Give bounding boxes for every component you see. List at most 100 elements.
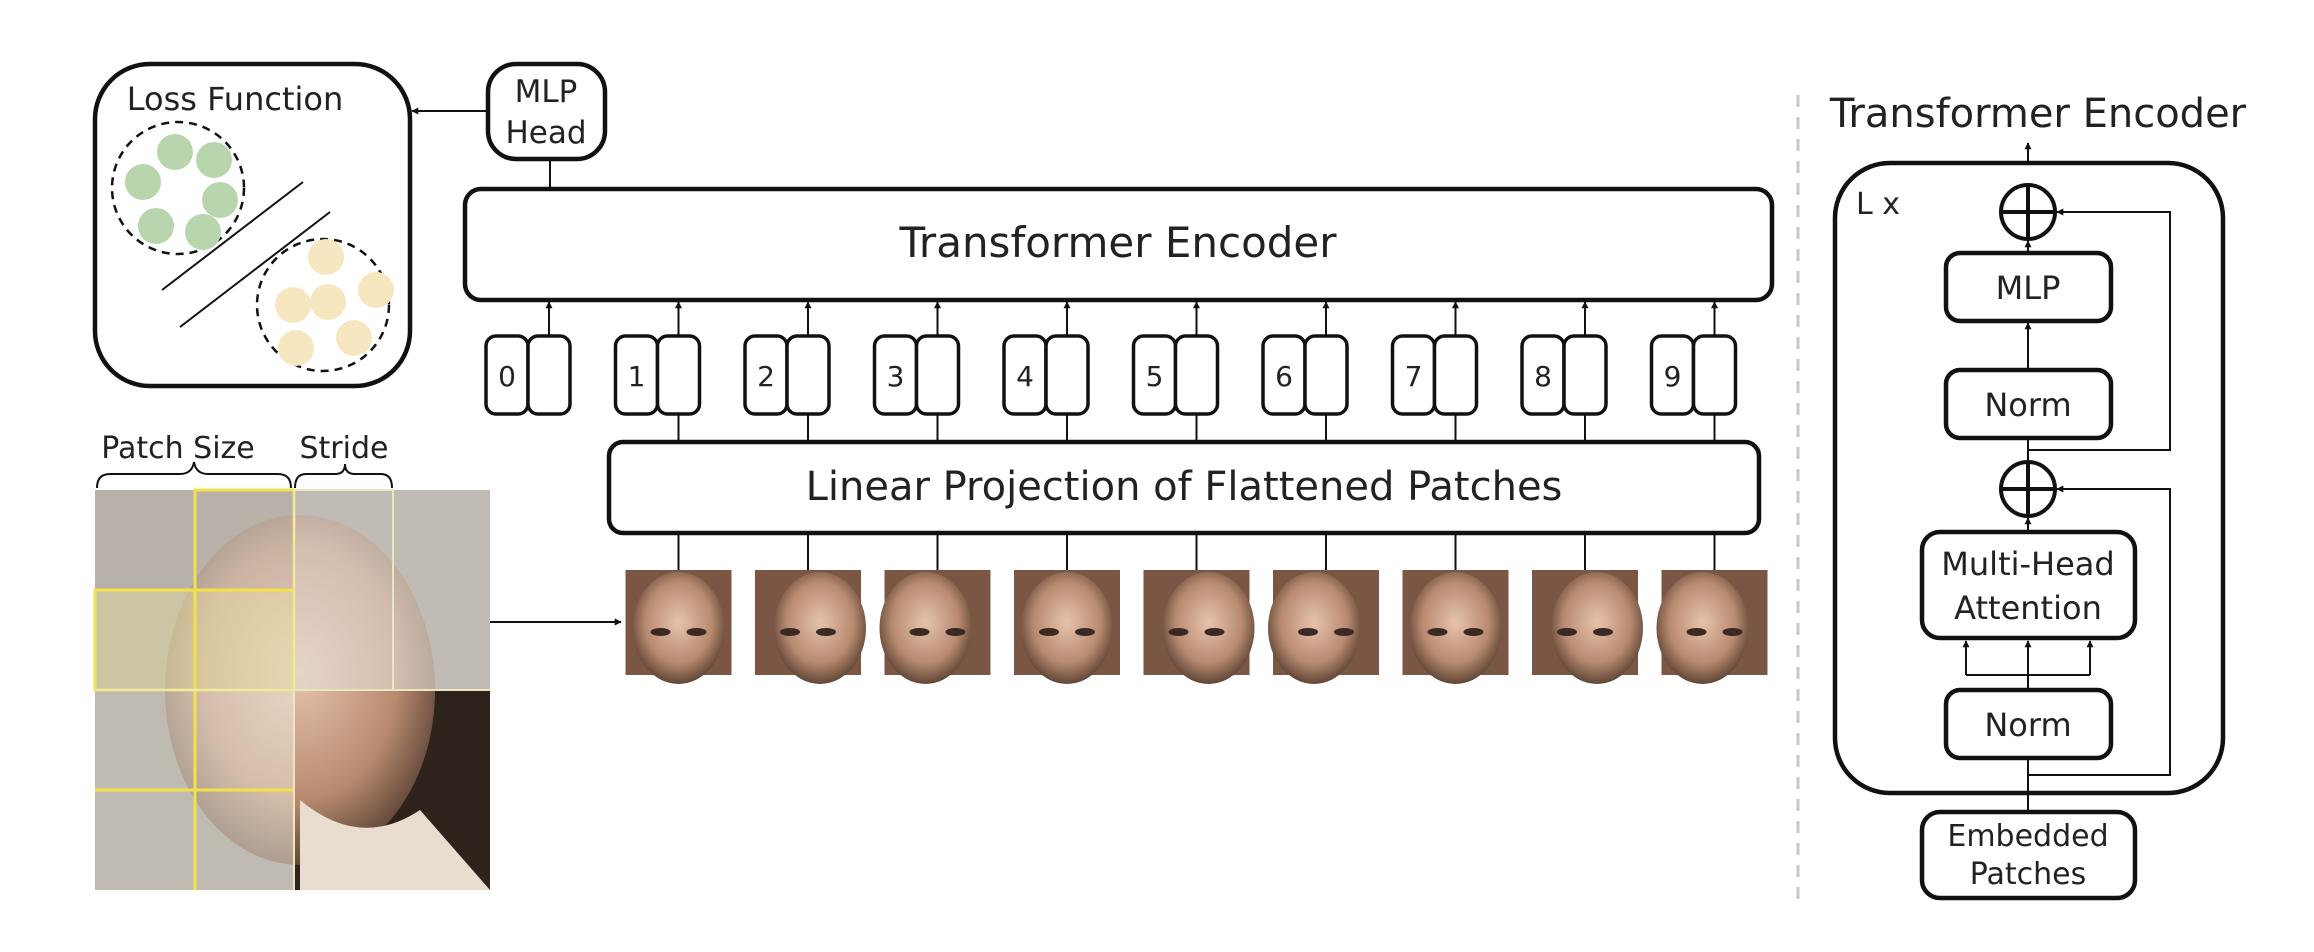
- token-index-label: 5: [1146, 360, 1164, 393]
- patch-eye-detail: [1463, 628, 1484, 636]
- residual-add-icon: [1999, 183, 2057, 241]
- decision-boundary-line: [161, 181, 304, 291]
- residual-add-icon: [1999, 460, 2057, 518]
- mlp-head-label-line1: MLP: [515, 74, 578, 110]
- main-encoder-label: Transformer Encoder: [898, 218, 1337, 267]
- token-4: 4: [1002, 301, 1090, 442]
- token-8: 8: [1520, 301, 1608, 442]
- token-index-label: 8: [1534, 360, 1552, 393]
- green-cluster-dots: [125, 134, 238, 250]
- token-index-label: 2: [757, 360, 775, 393]
- decision-boundary-line: [179, 211, 331, 328]
- patch-eye-detail: [1039, 628, 1059, 636]
- multi-head-attention-block: [1919, 529, 2138, 641]
- green-dot: [125, 164, 161, 200]
- patch-image-5: [1143, 570, 1255, 684]
- mlp-head-label-line2: Head: [505, 115, 586, 151]
- patch-eye-detail: [945, 628, 966, 636]
- embedded-patches-line1: Embedded: [1947, 819, 2108, 854]
- token-index-label: 9: [1664, 360, 1682, 393]
- patch-image-9: [1656, 570, 1768, 684]
- norm-bottom-label: Norm: [1984, 706, 2071, 744]
- patch-eye-detail: [1168, 628, 1189, 636]
- patch-image-3: [879, 570, 991, 684]
- patch-eye-detail: [780, 628, 800, 636]
- green-dot: [202, 182, 238, 218]
- patch-eye-detail: [1593, 628, 1613, 636]
- norm-top-label: Norm: [1984, 386, 2071, 424]
- residual-skip-bottom: [2028, 485, 2171, 776]
- yellow-dot: [336, 320, 372, 356]
- green-dot: [138, 208, 174, 244]
- token-index-label: 7: [1405, 360, 1423, 393]
- mlp-head-box: [485, 61, 608, 162]
- patch-size-label: Patch Size: [101, 431, 255, 466]
- source-image: [93, 488, 490, 890]
- patch-eye-detail: [1686, 628, 1707, 636]
- token-index-label: 3: [887, 360, 905, 393]
- patch-image-7: [1402, 570, 1509, 684]
- mlp-head: MLP Head: [485, 61, 608, 162]
- patch-image-2: [755, 570, 866, 684]
- embedded-patches-box: [1919, 809, 2138, 901]
- patch-embedding-box: [1432, 334, 1479, 416]
- patch-image-row: [625, 533, 1768, 684]
- token-9: 9: [1649, 301, 1738, 442]
- patch-eye-detail: [909, 628, 930, 636]
- patch-embedding-box: [655, 334, 702, 416]
- token-0: 0: [484, 301, 572, 416]
- green-dot: [157, 134, 193, 170]
- yellow-dot: [278, 330, 314, 366]
- patch-skin: [1409, 572, 1502, 684]
- green-dot: [196, 142, 232, 178]
- patch-image-6: [1268, 570, 1379, 684]
- patch-eye-detail: [650, 628, 671, 636]
- patch-embedding-box: [1691, 334, 1738, 416]
- patch-embedding-box: [785, 334, 831, 416]
- attention-label-line1: Multi-Head: [1941, 545, 2114, 583]
- patch-eye-detail: [816, 628, 836, 636]
- stride-grid-lines: [95, 489, 490, 890]
- patch-embedding-box: [1562, 334, 1608, 416]
- patch-skin: [774, 572, 866, 684]
- token-index-label: 1: [628, 360, 646, 393]
- patch-eye-detail: [1722, 628, 1743, 636]
- patch-embedding-box: [1173, 334, 1220, 416]
- residual-skip-top: [2028, 208, 2171, 451]
- yellow-dot: [310, 284, 346, 320]
- yellow-dot: [358, 272, 394, 308]
- patch-eye-detail: [1557, 628, 1577, 636]
- attention-label-line2: Attention: [1954, 589, 2102, 627]
- encoder-detail-panel: Transformer Encoder L x MLP Norm Multi-H…: [1829, 91, 2247, 901]
- mlp-block: [1943, 250, 2114, 324]
- linear-projection-label: Linear Projection of Flattened Patches: [806, 464, 1563, 510]
- repeat-label: L x: [1856, 187, 1900, 222]
- source-image-collar: [300, 800, 490, 890]
- token-3: 3: [872, 301, 961, 442]
- yellow-cluster-dots: [275, 239, 394, 366]
- patch-embedding-box: [1044, 334, 1090, 416]
- green-cluster-outline: [110, 120, 246, 256]
- patch-skin: [1268, 572, 1360, 684]
- main-transformer-encoder: Transformer Encoder: [462, 186, 1775, 303]
- linear-projection-box: [606, 439, 1762, 536]
- patch-eye-detail: [1298, 628, 1318, 636]
- patch-skin: [879, 572, 972, 684]
- yellow-dot: [275, 287, 311, 323]
- patch-eye-detail: [1334, 628, 1354, 636]
- patch-eye-detail: [686, 628, 707, 636]
- token-7: 7: [1390, 301, 1479, 442]
- loss-function-panel: Loss Function: [92, 61, 413, 389]
- embedded-patches-line2: Patches: [1970, 857, 2086, 892]
- patch-embedding-box: [914, 334, 961, 416]
- token-index-label: 4: [1016, 360, 1034, 393]
- encoder-detail-title: Transformer Encoder: [1829, 91, 2247, 137]
- yellow-dot: [308, 239, 344, 275]
- token-5: 5: [1131, 301, 1220, 442]
- patch-skin: [1551, 572, 1643, 684]
- green-dot: [185, 214, 221, 250]
- stride-label: Stride: [300, 431, 389, 466]
- token-1: 1: [613, 301, 702, 442]
